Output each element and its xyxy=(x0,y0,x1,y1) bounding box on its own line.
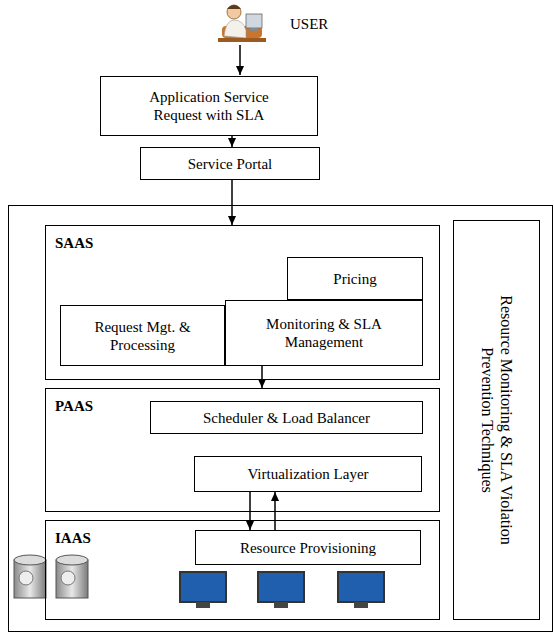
computer-monitors xyxy=(180,572,384,608)
saas-layer: SAAS PricingRequest Mgt. & Processing Moni… xyxy=(45,225,440,380)
box-text: Application Service Request with SLA xyxy=(134,88,284,124)
provisioning-box: Resource Provisioning xyxy=(195,530,421,565)
box-text: Resource Monitoring & SLA Violation Prev… xyxy=(477,285,515,555)
user-icon xyxy=(218,5,266,42)
request-box: Application Service Request with SLA xyxy=(100,76,318,136)
actor-label: USER xyxy=(290,16,328,33)
virtualization-box: Virtualization Layer xyxy=(194,456,422,492)
flow-arrow xyxy=(231,136,233,147)
iaas-layer: IAASResource Provisioning xyxy=(45,520,440,620)
storage-disks xyxy=(14,555,88,598)
flow-arrow xyxy=(261,366,263,388)
layer-heading: SAAS xyxy=(46,226,439,252)
box-text: Service Portal xyxy=(188,155,273,173)
flow-arrow xyxy=(231,180,233,225)
paas-layer: PAASScheduler & Load BalancerVirtualizat… xyxy=(45,388,440,512)
platform-frame xyxy=(9,206,553,632)
box-text: Request Mgt. & Processing xyxy=(82,318,204,354)
box-text: Pricing xyxy=(333,270,376,288)
scheduler-box: Scheduler & Load Balancer xyxy=(150,401,423,434)
request-box: Request Mgt. & Processing xyxy=(60,305,225,366)
flow-arrow xyxy=(249,492,251,530)
box-text: Scheduler & Load Balancer xyxy=(203,409,370,427)
user-request-arrow xyxy=(239,45,241,75)
box-text: Virtualization Layer xyxy=(247,465,368,483)
flow-arrow xyxy=(274,492,276,530)
pricing-box: Pricing xyxy=(287,257,423,300)
portal-box: Service Portal xyxy=(140,147,320,180)
box-text: Monitoring & SLA Management xyxy=(254,315,394,351)
box-text: Resource Provisioning xyxy=(240,539,376,557)
monitoring-panel: Resource Monitoring & SLA Violation Prev… xyxy=(453,220,540,620)
monitoring-box: Monitoring & SLA Management xyxy=(225,300,423,366)
